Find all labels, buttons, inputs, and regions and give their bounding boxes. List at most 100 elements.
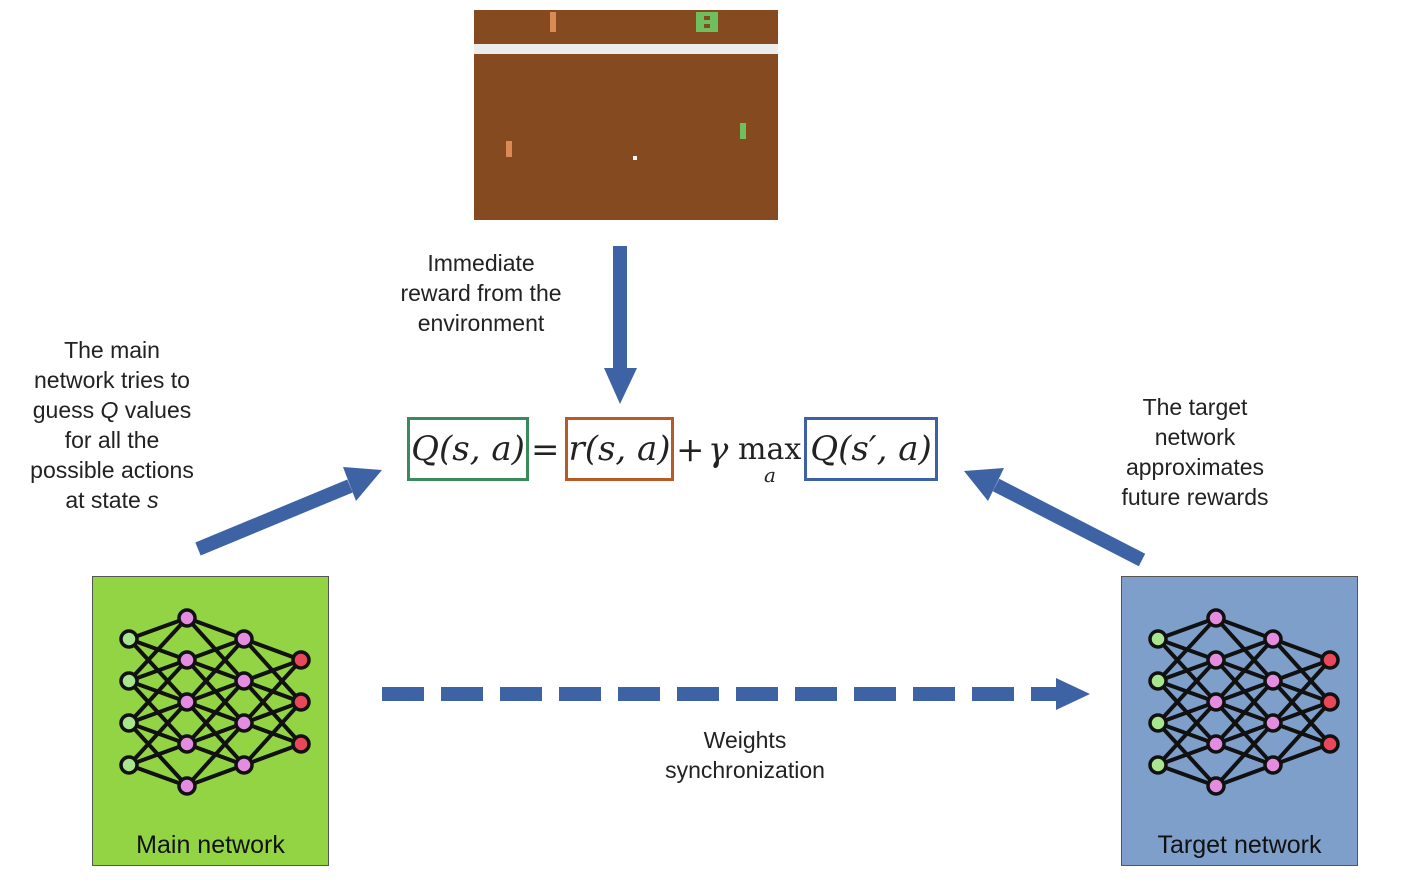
network-connection — [127, 616, 189, 683]
output-node — [1320, 650, 1340, 670]
hidden-node — [177, 650, 197, 670]
main-network-note: The main network tries to guess Q values… — [30, 337, 194, 513]
output-node — [1320, 734, 1340, 754]
max-subscript: a — [764, 463, 776, 487]
hidden-node — [234, 671, 254, 691]
score-right-glyph-detail — [704, 16, 710, 20]
output-node — [291, 734, 311, 754]
game-screen — [474, 10, 778, 220]
network-connection — [186, 616, 245, 641]
main-network-caption: Main network — [136, 831, 285, 859]
network-connection — [185, 637, 246, 704]
equals-sign: = — [531, 430, 560, 470]
reward-arrow — [604, 246, 637, 404]
hidden-node — [234, 629, 254, 649]
network-connection — [1214, 679, 1275, 746]
weights-sync-label: Weights synchronization — [665, 727, 825, 783]
hidden-node — [1263, 713, 1283, 733]
network-connection — [186, 763, 245, 788]
q-target-box: Q(s′, a) — [804, 417, 938, 481]
network-connection — [1156, 616, 1218, 683]
network-connection — [243, 658, 302, 683]
network-connection — [1272, 658, 1331, 683]
network-connection — [1272, 700, 1331, 725]
score-right-glyph — [696, 12, 718, 32]
target-network-caption: Target network — [1157, 831, 1322, 859]
network-connection — [1215, 763, 1274, 788]
input-node — [119, 755, 139, 775]
q-main-box: Q(s, a) — [407, 417, 529, 481]
network-connection — [243, 700, 302, 725]
hidden-node — [1263, 629, 1283, 649]
network-connection — [1157, 658, 1217, 683]
game-top-wall — [474, 44, 778, 54]
input-node — [119, 671, 139, 691]
network-connection — [1215, 679, 1274, 704]
network-connection — [128, 658, 188, 683]
network-connection — [127, 700, 189, 767]
network-connection — [128, 700, 188, 725]
network-connection — [185, 679, 246, 746]
input-node — [1148, 629, 1168, 649]
network-connection — [127, 658, 189, 725]
input-node — [1148, 671, 1168, 691]
network-connection — [1272, 637, 1331, 662]
network-connection — [1157, 763, 1217, 788]
weights-sync-arrow — [382, 678, 1090, 710]
hidden-node — [177, 608, 197, 628]
network-connection — [1157, 742, 1217, 767]
hidden-node — [1263, 671, 1283, 691]
network-connection — [128, 616, 188, 641]
hidden-node — [234, 755, 254, 775]
hidden-node — [1206, 734, 1226, 754]
network-connection — [243, 637, 302, 662]
network-connection — [1272, 742, 1331, 767]
network-connection — [242, 658, 303, 725]
left-paddle — [506, 141, 512, 157]
score-right-glyph-detail2 — [704, 24, 710, 28]
network-connection — [1156, 700, 1218, 767]
network-connection — [243, 742, 302, 767]
neural-network-icon — [1148, 608, 1340, 796]
network-connection — [1215, 616, 1274, 641]
reward-box: r(s, a) — [565, 417, 674, 481]
target-network-panel: Target network — [1121, 576, 1358, 866]
target-network-arrow — [964, 468, 1146, 567]
hidden-node — [1206, 692, 1226, 712]
hidden-node — [1206, 776, 1226, 796]
input-node — [1148, 713, 1168, 733]
score-left-glyph — [550, 12, 556, 32]
network-connection — [186, 679, 245, 704]
network-connection — [1157, 616, 1217, 641]
hidden-node — [234, 713, 254, 733]
gamma-symbol: γ — [708, 430, 729, 470]
hidden-node — [1206, 650, 1226, 670]
network-connection — [242, 700, 303, 767]
max-operator: max — [738, 432, 802, 467]
network-connection — [1271, 658, 1332, 725]
network-connection — [186, 721, 245, 746]
ball — [633, 156, 637, 160]
target-network-note: The target network approximates future r… — [1121, 394, 1269, 510]
hidden-node — [177, 734, 197, 754]
network-connection — [1214, 721, 1275, 788]
hidden-node — [177, 776, 197, 796]
network-connection — [1156, 658, 1218, 725]
network-connection — [186, 637, 245, 662]
network-connection — [128, 742, 188, 767]
network-connection — [1215, 637, 1274, 662]
input-node — [1148, 755, 1168, 775]
q-main-term: Q(s, a) — [411, 429, 525, 469]
network-connection — [1214, 637, 1275, 704]
output-node — [1320, 692, 1340, 712]
q-target-term: Q(s′, a) — [810, 429, 932, 469]
input-node — [119, 713, 139, 733]
network-connection — [1215, 721, 1274, 746]
output-node — [291, 650, 311, 670]
network-connection — [185, 721, 246, 788]
reward-term: r(s, a) — [568, 429, 671, 469]
neural-network-icon — [119, 608, 311, 796]
network-connection — [1271, 700, 1332, 767]
hidden-node — [177, 692, 197, 712]
